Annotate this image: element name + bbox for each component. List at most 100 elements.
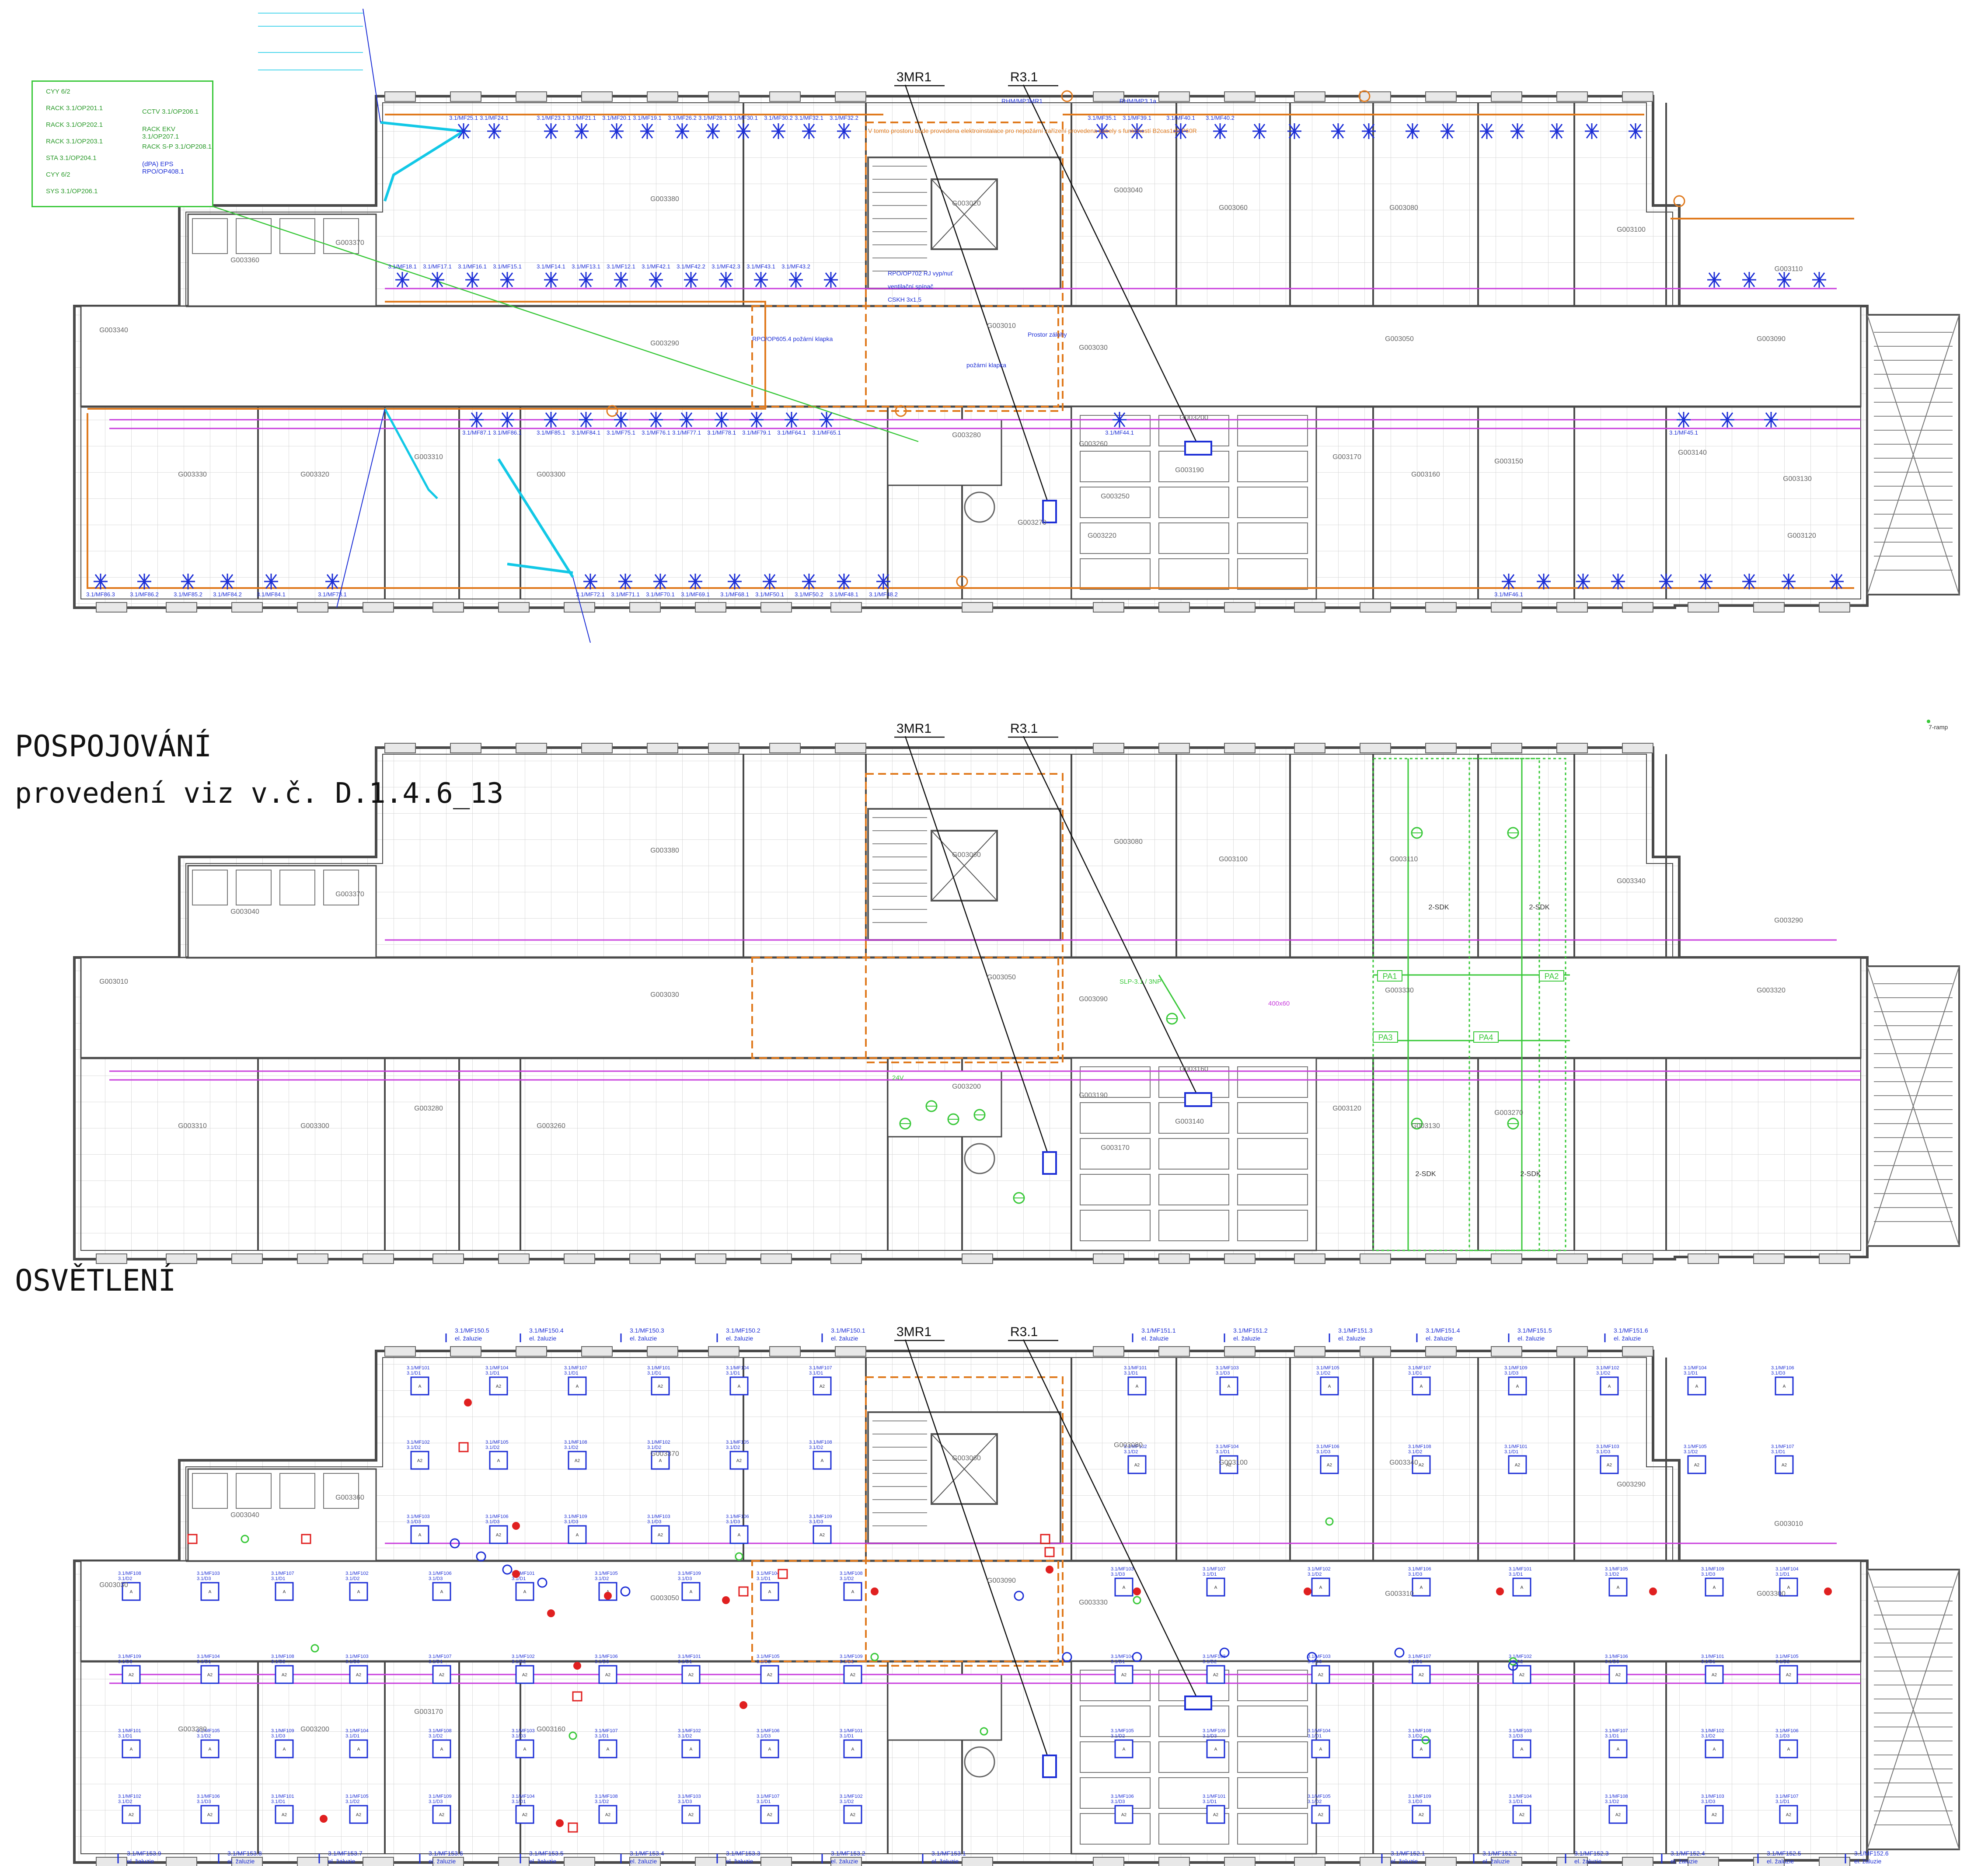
- legend-item: SYS 3.1/OP206.1: [46, 188, 98, 195]
- fixture-code: 3.1/MF101: [678, 1654, 701, 1659]
- luminaire-letter: A2: [129, 1673, 134, 1678]
- window: [708, 743, 739, 753]
- luminaire-icon: A2: [813, 1525, 832, 1544]
- luminaire-letter: A2: [820, 1384, 825, 1389]
- sensor-icon: [1325, 1517, 1334, 1526]
- leader-line: [904, 84, 1050, 508]
- data-outlet-icon: [1213, 123, 1227, 139]
- window: [1753, 1253, 1785, 1264]
- cubicle: [1237, 451, 1308, 482]
- luminaire-icon: A2: [1412, 1455, 1431, 1474]
- fixture-code: 3.1/MF109: [840, 1654, 863, 1659]
- room-number: G003140: [1175, 1118, 1204, 1125]
- fixture-code: 3.1/MF103: [512, 1728, 535, 1734]
- window: [1294, 602, 1325, 613]
- circuit-code: 3.1/D2: [512, 1659, 526, 1664]
- luminaire-icon: A: [1127, 1376, 1147, 1396]
- luminaire-icon: A2: [1705, 1805, 1724, 1824]
- circuit-code: 3.1/D2: [1316, 1371, 1330, 1376]
- data-outlet-icon: [789, 272, 803, 288]
- window: [96, 1857, 127, 1866]
- cyan-route: [507, 563, 573, 574]
- luminaire-icon: A2: [1608, 1805, 1628, 1824]
- data-outlet-icon: [1287, 123, 1301, 139]
- outlet-label: 3.1/MF13.1: [572, 263, 600, 270]
- luminaire-letter: A: [1783, 1384, 1786, 1389]
- blind-label: 3.1/MF150.4: [529, 1327, 564, 1334]
- window: [1556, 602, 1588, 613]
- blind-label: 3.1/MF152.4: [1671, 1850, 1705, 1857]
- distribution-board: [1184, 441, 1212, 456]
- circuit-code: 3.1/D1: [1771, 1449, 1785, 1455]
- switch-icon: [537, 1577, 548, 1588]
- luminaire-letter: A2: [850, 1673, 856, 1678]
- fixture-code: 3.1/MF106: [1605, 1654, 1628, 1659]
- room-number: G003260: [537, 1122, 565, 1130]
- data-outlet-icon: [876, 574, 890, 589]
- window: [629, 602, 661, 613]
- outlet-label: 3.1/MF40.1: [1166, 115, 1195, 121]
- luminaire-icon: A2: [1687, 1455, 1706, 1474]
- bonding-terminal-icon: [1166, 1013, 1178, 1025]
- circuit-code: 3.1/D3: [1775, 1734, 1789, 1739]
- luminaire-icon: A2: [1206, 1665, 1225, 1684]
- emergency-light-icon: [464, 1399, 472, 1406]
- marker-3mr1: 3MR1: [896, 721, 931, 736]
- window: [1294, 1857, 1325, 1866]
- bonding-terminal-icon: [925, 1100, 938, 1112]
- sensor-icon: [310, 1644, 319, 1653]
- corridor: [80, 305, 1862, 407]
- outlet-label: 3.1/MF85.1: [537, 429, 565, 436]
- circuit-code: 3.1/D1: [1701, 1659, 1715, 1664]
- emergency-light-icon: [871, 1587, 879, 1595]
- fixture-code: 3.1/MF107: [1408, 1654, 1431, 1659]
- circuit-code: 3.1/D3: [1701, 1799, 1715, 1804]
- room-number: G003380: [650, 195, 679, 203]
- outlet-label: 3.1/MF32.1: [795, 115, 823, 121]
- circuit-code: 3.1/D1: [512, 1799, 526, 1804]
- fire-zone: [751, 305, 1059, 407]
- outlet-label: 3.1/MF84.1: [257, 591, 286, 598]
- window: [1425, 602, 1457, 613]
- outlet-label: 3.1/MF72.1: [576, 591, 605, 598]
- stair-core: [867, 157, 1061, 289]
- luminaire-letter: A: [1420, 1585, 1423, 1590]
- pa-label: PA2: [1545, 972, 1559, 981]
- exit-sign-icon: [572, 1691, 582, 1702]
- luminaire-icon: A: [1320, 1376, 1339, 1396]
- legend-item: STA 3.1/OP204.1: [46, 154, 97, 162]
- circuit-code: 3.1/D2: [1203, 1659, 1217, 1664]
- window: [1622, 91, 1653, 102]
- data-outlet-icon: [763, 574, 777, 589]
- leader-line: [1022, 736, 1203, 1107]
- fixture-code: 3.1/MF102: [1596, 1365, 1619, 1371]
- window: [581, 743, 613, 753]
- cubicle: [1158, 451, 1229, 482]
- circuit-code: 3.1/D3: [1509, 1734, 1523, 1739]
- circuit-code: 3.1/D2: [647, 1445, 661, 1450]
- room-number: G003130: [1783, 475, 1812, 483]
- room-number: G003040: [230, 908, 259, 916]
- blind-label: 3.1/MF153.4: [630, 1850, 664, 1857]
- fixture-code: 3.1/MF101: [1124, 1365, 1147, 1371]
- window: [1491, 1346, 1522, 1357]
- outlet-label: 3.1/MF35.1: [1088, 115, 1116, 121]
- luminaire-letter: A: [1695, 1384, 1699, 1389]
- outlet-label: 3.1/MF43.1: [746, 263, 775, 270]
- circuit-code: 3.1/D1: [118, 1734, 132, 1739]
- fixture-code: 3.1/MF105: [1111, 1728, 1134, 1734]
- window: [695, 1857, 726, 1866]
- fixture-code: 3.1/MF102: [407, 1440, 430, 1445]
- data-outlet-icon: [640, 123, 654, 139]
- luminaire-letter: A2: [1419, 1463, 1424, 1468]
- blind-label: 3.1/MF152.6: [1854, 1850, 1889, 1857]
- distribution-board: [1042, 1755, 1057, 1778]
- cubicle: [1080, 415, 1151, 446]
- room-number: G003320: [300, 471, 329, 478]
- fixture-code: 3.1/MF106: [429, 1571, 452, 1576]
- outlet-label: 3.1/MF77.1: [672, 429, 701, 436]
- luminaire-letter: A: [576, 1533, 579, 1538]
- switch-icon: [476, 1551, 486, 1562]
- luminaire-icon: A: [651, 1451, 670, 1470]
- fixture-code: 3.1/MF101: [1509, 1567, 1532, 1572]
